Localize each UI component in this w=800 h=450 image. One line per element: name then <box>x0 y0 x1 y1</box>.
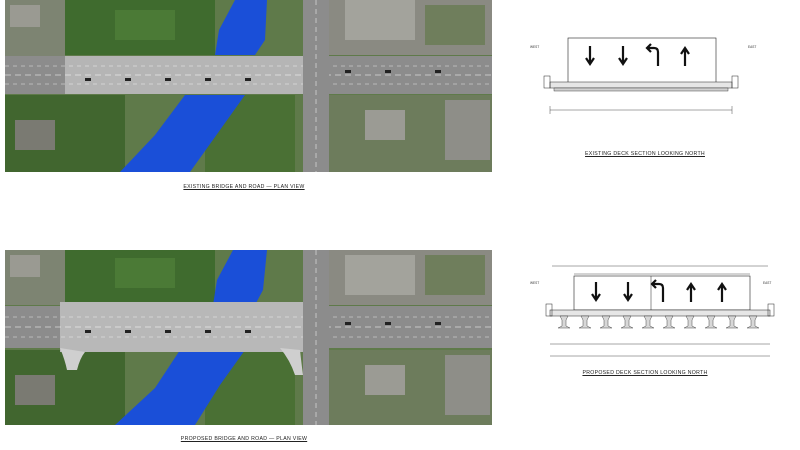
existing-lane-arrow-4 <box>680 46 690 66</box>
existing-plan-caption: EXISTING BRIDGE AND ROAD — PLAN VIEW <box>183 184 305 190</box>
proposed-lane-arrow-2 <box>623 282 633 302</box>
proposed-lane-arrow-5 <box>717 282 727 302</box>
proposed-lane-arrow-1 <box>591 282 601 302</box>
existing-lane-arrow-3 <box>645 43 660 66</box>
widened-road-east-west <box>5 302 492 375</box>
existing-section-caption: EXISTING DECK SECTION LOOKING NORTH <box>585 151 705 157</box>
proposed-deck-section: WEST EAST <box>520 262 780 372</box>
proposed-section-drawing: WEST EAST <box>530 265 775 357</box>
girders <box>557 315 760 329</box>
road-east-west <box>5 56 492 94</box>
existing-section-drawing: WEST EAST <box>530 37 756 114</box>
proposed-plan-caption: PROPOSED BRIDGE AND ROAD — PLAN VIEW <box>180 436 308 442</box>
existing-plan-view <box>5 0 492 172</box>
river <box>115 250 267 425</box>
river <box>120 0 267 172</box>
existing-aerial-image <box>5 0 492 172</box>
existing-west-label: WEST <box>530 45 539 49</box>
proposed-west-label: WEST <box>530 281 539 285</box>
existing-east-label: EAST <box>748 45 756 49</box>
road-north-south <box>303 0 329 172</box>
existing-lane-arrow-2 <box>618 46 628 66</box>
proposed-plan-view <box>5 250 492 425</box>
proposed-section-caption: PROPOSED DECK SECTION LOOKING NORTH <box>582 370 708 376</box>
proposed-aerial-image <box>5 250 492 425</box>
road-north-south <box>303 250 329 425</box>
existing-deck-section: WEST EAST <box>520 20 780 160</box>
proposed-lane-arrow-3 <box>650 279 665 302</box>
proposed-lane-arrow-4 <box>686 282 696 302</box>
proposed-east-label: EAST <box>763 281 771 285</box>
existing-lane-arrow-1 <box>585 46 595 66</box>
